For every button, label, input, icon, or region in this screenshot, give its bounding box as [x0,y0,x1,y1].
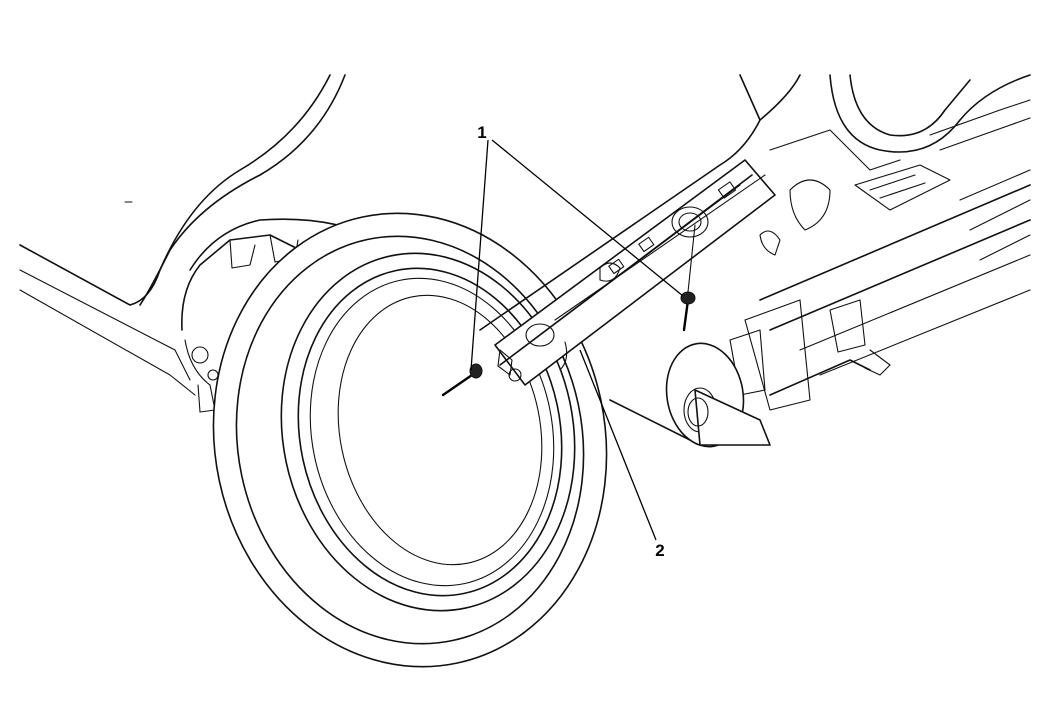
callout-1: 1 [477,123,486,142]
bolt-left [441,363,483,397]
bolt-right [680,224,696,332]
rear-quarter-panel [19,74,346,396]
spare-tire [212,212,608,668]
leader-line-2 [579,349,657,541]
spare-tire-bracket [494,159,776,386]
callout-2: 2 [655,541,664,560]
leader-line-1-right [491,139,684,297]
rear-axle-hub [609,342,771,448]
leader-line-1-left [470,139,489,371]
rear-body-structure [479,74,1031,411]
